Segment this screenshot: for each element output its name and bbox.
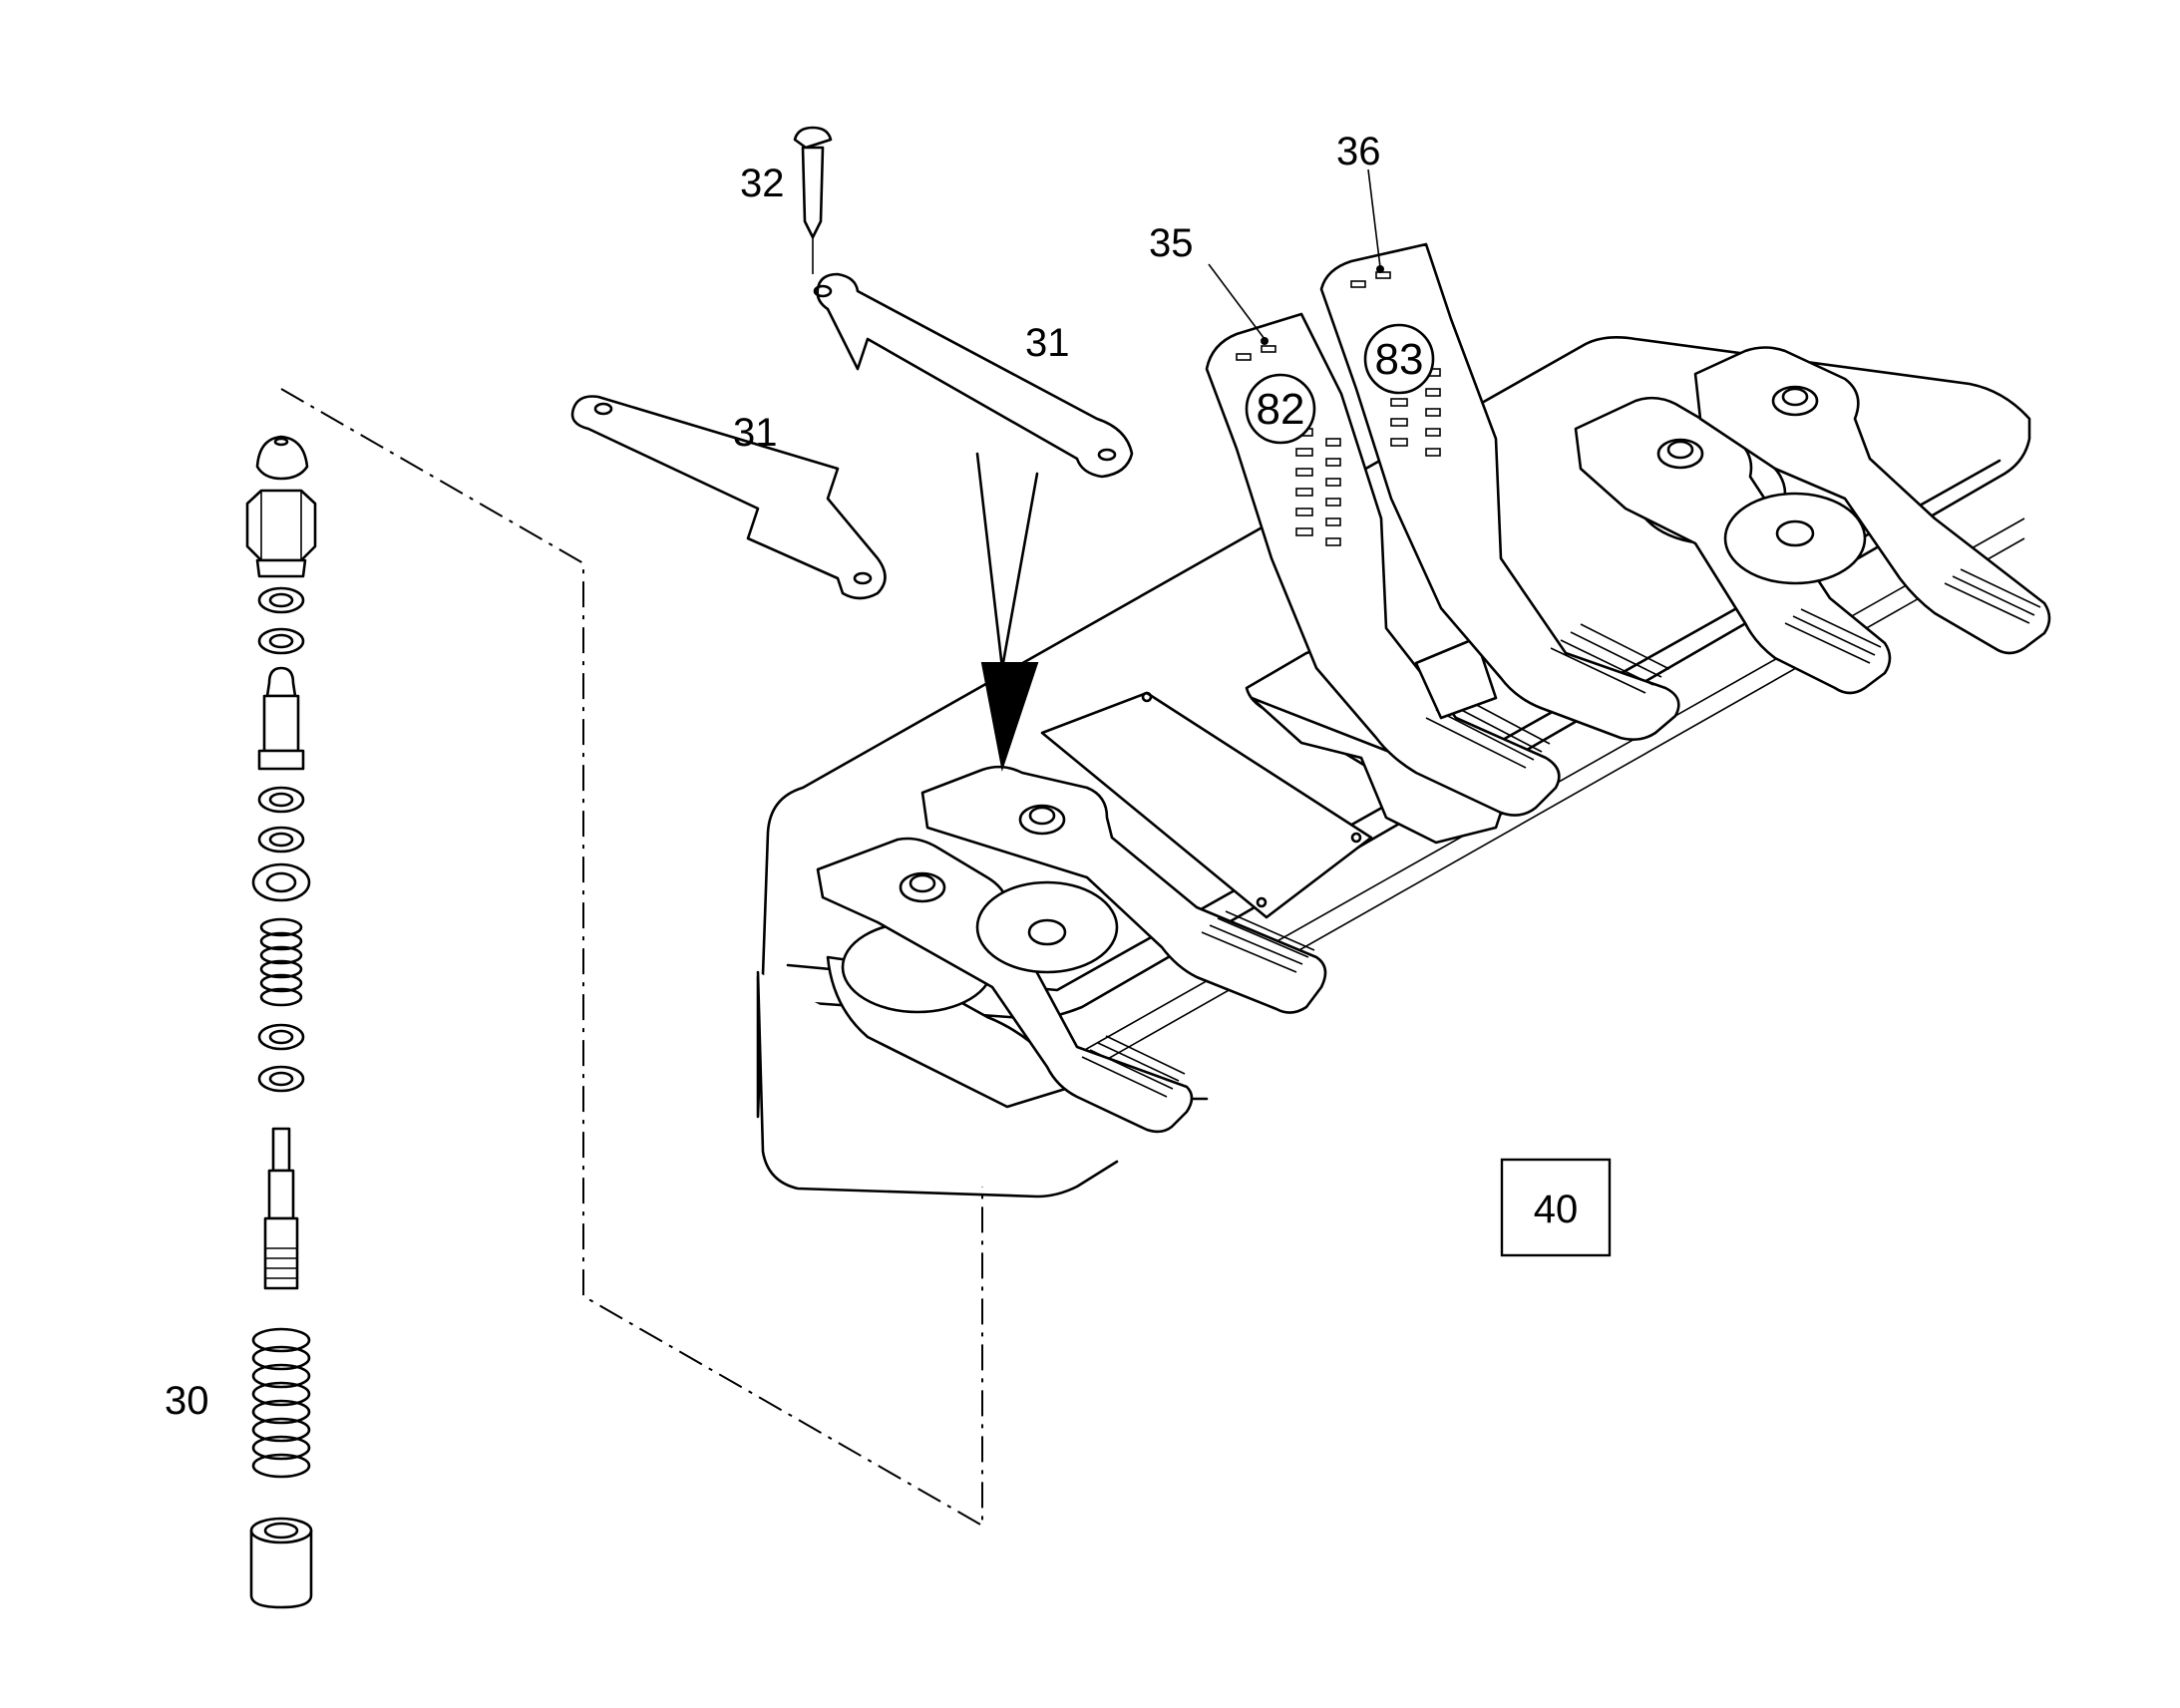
pin-32 [793, 126, 833, 274]
callout-40: 40 [1534, 1188, 1579, 1231]
front-left-pedal [816, 837, 1194, 1134]
callout-32: 32 [740, 162, 785, 205]
callout-35: 35 [1149, 221, 1194, 265]
leader-lines [1208, 169, 1381, 340]
decal-arrow-lower [570, 395, 887, 600]
insertion-arrow [975, 452, 1039, 772]
callout-30: 30 [165, 1379, 209, 1423]
valve-parts-stack [245, 435, 317, 1609]
callout-83: 83 [1375, 335, 1424, 384]
floor-plate [1040, 691, 1373, 919]
accelerator-pedal-35 [1205, 312, 1561, 845]
callout-31-lower: 31 [733, 411, 778, 455]
callout-31-upper: 31 [1025, 321, 1070, 365]
decal-arrow-upper [813, 272, 1134, 479]
front-right-pedal [920, 765, 1327, 1014]
accelerator-pedal-36 [1319, 242, 1680, 741]
callout-82: 82 [1257, 385, 1305, 434]
reference-box-40 [1500, 1158, 1612, 1257]
guide-line [280, 388, 983, 1528]
rear-right-pedal [1693, 346, 2051, 655]
callout-36: 36 [1336, 130, 1381, 173]
